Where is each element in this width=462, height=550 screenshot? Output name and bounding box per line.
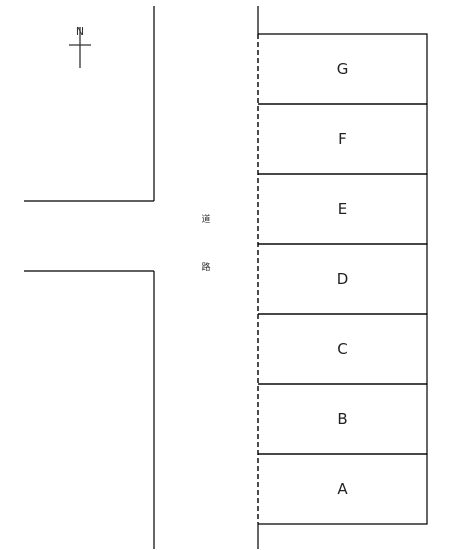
parking-stall-label: F: [338, 130, 347, 148]
parking-stall-label: G: [337, 60, 349, 78]
road-label-char-1: 道: [201, 213, 210, 225]
parking-stall-label: A: [337, 480, 348, 498]
parking-stall-a: A: [258, 453, 428, 525]
parking-stall-label: E: [338, 200, 347, 218]
north-arrow-label: N: [76, 25, 84, 38]
lower-left-road-edge: [24, 270, 155, 549]
parking-stall-c: C: [258, 313, 428, 385]
parking-stalls: G F E D C B A: [258, 33, 428, 525]
north-arrow-icon: N: [69, 25, 91, 68]
parking-stall-outline: [258, 453, 428, 525]
parking-stall-e: E: [258, 173, 428, 245]
parking-stall-label: B: [337, 410, 347, 428]
road-label-char-2: 路: [201, 261, 210, 273]
parking-stall-label: D: [337, 270, 349, 288]
upper-left-road-edge: [24, 6, 155, 202]
parking-stall-b: B: [258, 383, 428, 455]
parking-stall-f: F: [258, 103, 428, 175]
parking-stall-g: G: [258, 33, 428, 105]
parking-stall-label: C: [337, 340, 347, 358]
parking-stall-d: D: [258, 243, 428, 315]
